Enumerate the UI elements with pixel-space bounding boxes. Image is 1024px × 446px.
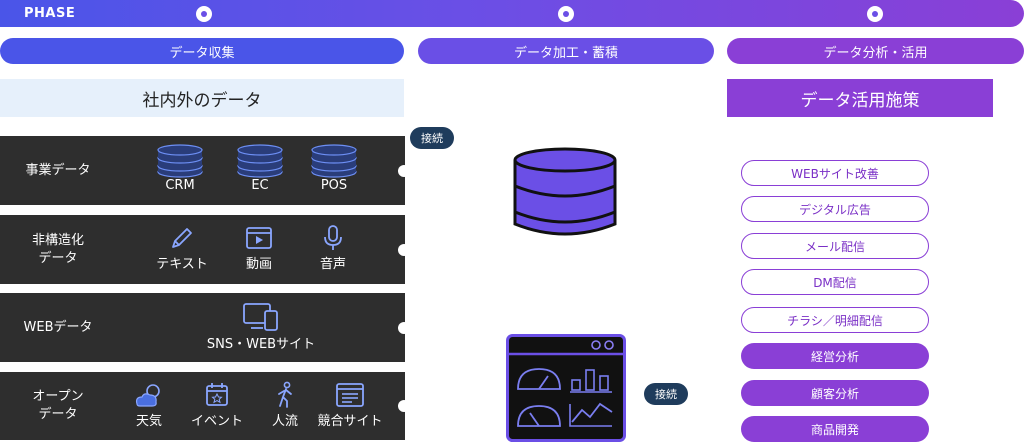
walking-person-icon	[278, 381, 292, 408]
measure-item: WEBサイト改善	[741, 160, 929, 186]
central-database-icon	[512, 146, 618, 242]
source-item-label: 音声	[319, 257, 346, 272]
source-row-business: 事業データ CRM EC POS	[0, 136, 410, 205]
measures-title: データ活用施策	[727, 79, 993, 117]
source-item: 動画	[236, 223, 282, 272]
source-item: イベント	[182, 380, 252, 429]
connect-badge: 接続	[410, 127, 454, 149]
phase-marker-icon	[196, 6, 212, 22]
source-row-label: WEBデータ	[23, 319, 93, 335]
phase-marker-icon	[558, 6, 574, 22]
column-header-collect: データ収集	[0, 38, 404, 64]
source-row-label: 事業データ	[25, 162, 91, 178]
source-item: 人流	[262, 380, 308, 429]
database-icon	[237, 144, 283, 178]
source-item: テキスト	[150, 223, 214, 272]
source-item-label: 動画	[245, 257, 272, 272]
microphone-icon	[324, 225, 342, 250]
phase-label: PHASE	[24, 6, 76, 21]
browser-icon	[336, 383, 364, 407]
dashboard-icon	[506, 334, 626, 446]
sources-title: 社内外のデータ	[0, 79, 404, 117]
measure-item: メール配信	[741, 233, 929, 259]
source-item-label: CRM	[165, 178, 195, 193]
source-item-label: テキスト	[156, 257, 208, 272]
calendar-icon	[206, 383, 228, 406]
source-item-label: POS	[320, 178, 348, 193]
source-item-label: 天気	[135, 414, 162, 429]
phase-marker-icon	[867, 6, 883, 22]
source-item-label: SNS・WEBサイト	[206, 337, 316, 352]
source-row-unstructured: 非構造化 データ テキスト 動画 音声	[0, 215, 410, 284]
connect-badge: 接続	[644, 383, 688, 405]
source-item-label: イベント	[190, 414, 243, 429]
source-row-label: 非構造化 データ	[31, 232, 84, 266]
source-row-label: オープン データ	[32, 389, 84, 422]
source-item: EC	[232, 144, 288, 193]
source-item-label: EC	[251, 178, 269, 193]
devices-icon	[243, 303, 278, 331]
source-row-open: オープン データ 天気 イベント 人流 競合サイト	[0, 372, 410, 440]
measure-item: チラシ／明細配信	[741, 307, 929, 333]
video-icon	[246, 227, 272, 249]
measure-item: 経営分析	[741, 343, 929, 369]
measure-item: 顧客分析	[741, 380, 929, 406]
database-icon	[311, 144, 357, 178]
source-row-web: WEBデータ SNS・WEBサイト	[0, 293, 410, 362]
source-item-label: 競合サイト	[317, 414, 383, 429]
source-item: CRM	[152, 144, 208, 193]
pencil-icon	[172, 228, 192, 248]
source-item-label: 人流	[271, 414, 298, 429]
measure-item: DM配信	[741, 269, 929, 295]
measure-item: デジタル広告	[741, 196, 929, 222]
weather-icon	[135, 384, 160, 407]
source-item: 競合サイト	[310, 380, 390, 429]
measure-item: 商品開発	[741, 416, 929, 442]
phase-bar	[0, 0, 1024, 27]
source-item: POS	[306, 144, 362, 193]
column-header-analyze: データ分析・活用	[727, 38, 1024, 64]
column-header-process: データ加工・蓄積	[418, 38, 714, 64]
database-icon	[157, 144, 203, 178]
source-item: 音声	[310, 223, 356, 272]
source-item: SNS・WEBサイト	[186, 301, 336, 352]
source-item: 天気	[126, 380, 172, 429]
